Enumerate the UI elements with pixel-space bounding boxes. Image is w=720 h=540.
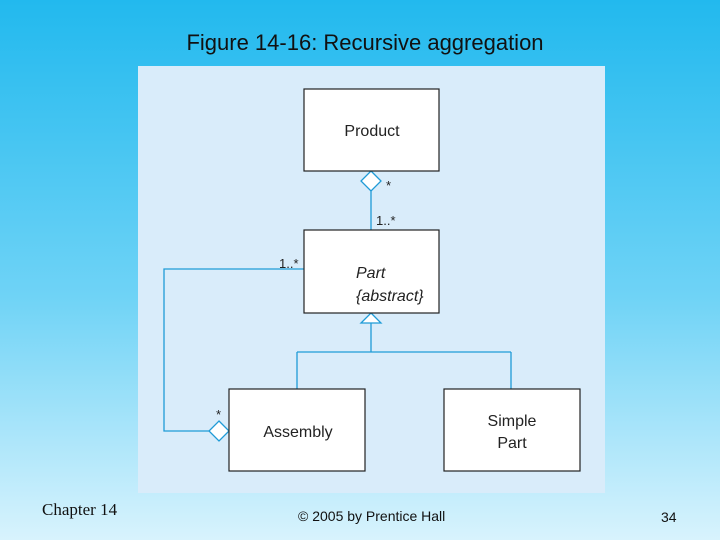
generalization-arrow-icon: [359, 312, 383, 324]
part-left-multiplicity: 1..*: [279, 256, 299, 271]
copyright-label: © 2005 by Prentice Hall: [298, 508, 446, 524]
product-aggregation-diamond: [360, 170, 382, 192]
product-class-box: [303, 88, 440, 172]
assembly-class-box: [228, 388, 366, 472]
simple-part-label-line1: Simple: [488, 413, 537, 430]
page-number: 34: [661, 509, 677, 525]
product-end-multiplicity: *: [386, 178, 391, 193]
part-assembly-aggregation-line: [163, 268, 304, 432]
simple-part-class-box: [443, 388, 581, 472]
assembly-aggregation-diamond: [208, 420, 230, 442]
assembly-end-multiplicity: *: [216, 407, 221, 422]
part-class-box: [303, 229, 440, 314]
simple-part-label-line2: Part: [497, 435, 527, 452]
part-top-multiplicity: 1..*: [376, 213, 396, 228]
part-abstract-label: {abstract}: [356, 288, 424, 305]
assembly-class-label: Assembly: [263, 424, 332, 441]
product-class-label: Product: [344, 123, 400, 140]
part-class-label: Part: [356, 265, 386, 282]
chapter-label: Chapter 14: [42, 500, 118, 519]
slide-title: Figure 14-16: Recursive aggregation: [186, 30, 544, 55]
